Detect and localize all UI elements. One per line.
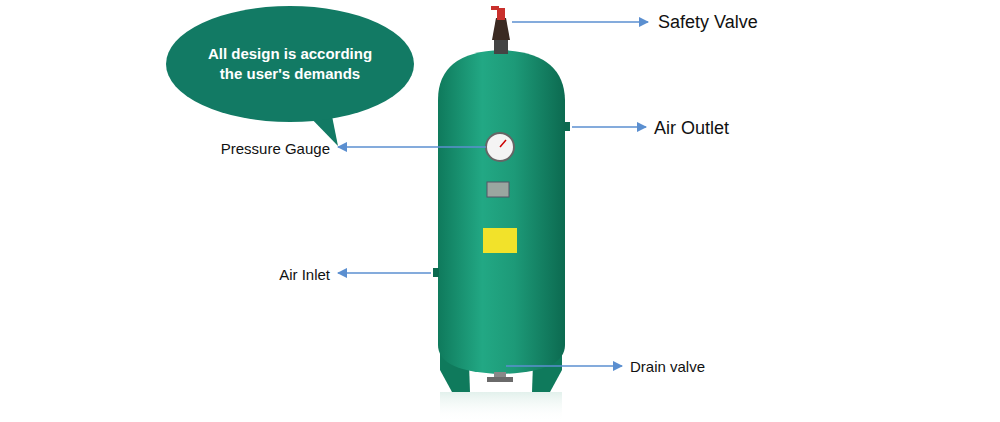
bubble-text: All design is according the user's deman… xyxy=(195,44,385,85)
drain-valve xyxy=(487,377,513,382)
inlet-pipe xyxy=(433,268,439,277)
bubble-shape xyxy=(166,6,414,122)
valve-lever xyxy=(491,6,499,10)
valve-body xyxy=(492,18,510,40)
pressure-gauge xyxy=(486,133,514,161)
part-label: Air Inlet xyxy=(277,266,332,283)
speech-bubble: All design is according the user's deman… xyxy=(165,5,415,123)
valve-base xyxy=(494,40,508,54)
gauge-needle xyxy=(500,140,506,147)
bubble-ellipse xyxy=(165,5,415,123)
warning-label xyxy=(483,228,517,253)
tank-body xyxy=(438,50,565,374)
part-label: Drain valve xyxy=(628,358,707,375)
leader-arrow xyxy=(338,272,431,274)
part-label: Air Outlet xyxy=(652,118,731,139)
part-label: Pressure Gauge xyxy=(219,140,332,157)
part-label: Safety Valve xyxy=(656,12,760,33)
outlet-pipe xyxy=(564,122,570,131)
leader-arrow xyxy=(338,146,486,148)
leader-arrow xyxy=(572,126,646,128)
reflection xyxy=(440,392,562,422)
leader-arrow xyxy=(506,365,622,367)
name-plate xyxy=(487,182,509,197)
leader-arrow xyxy=(512,21,648,23)
